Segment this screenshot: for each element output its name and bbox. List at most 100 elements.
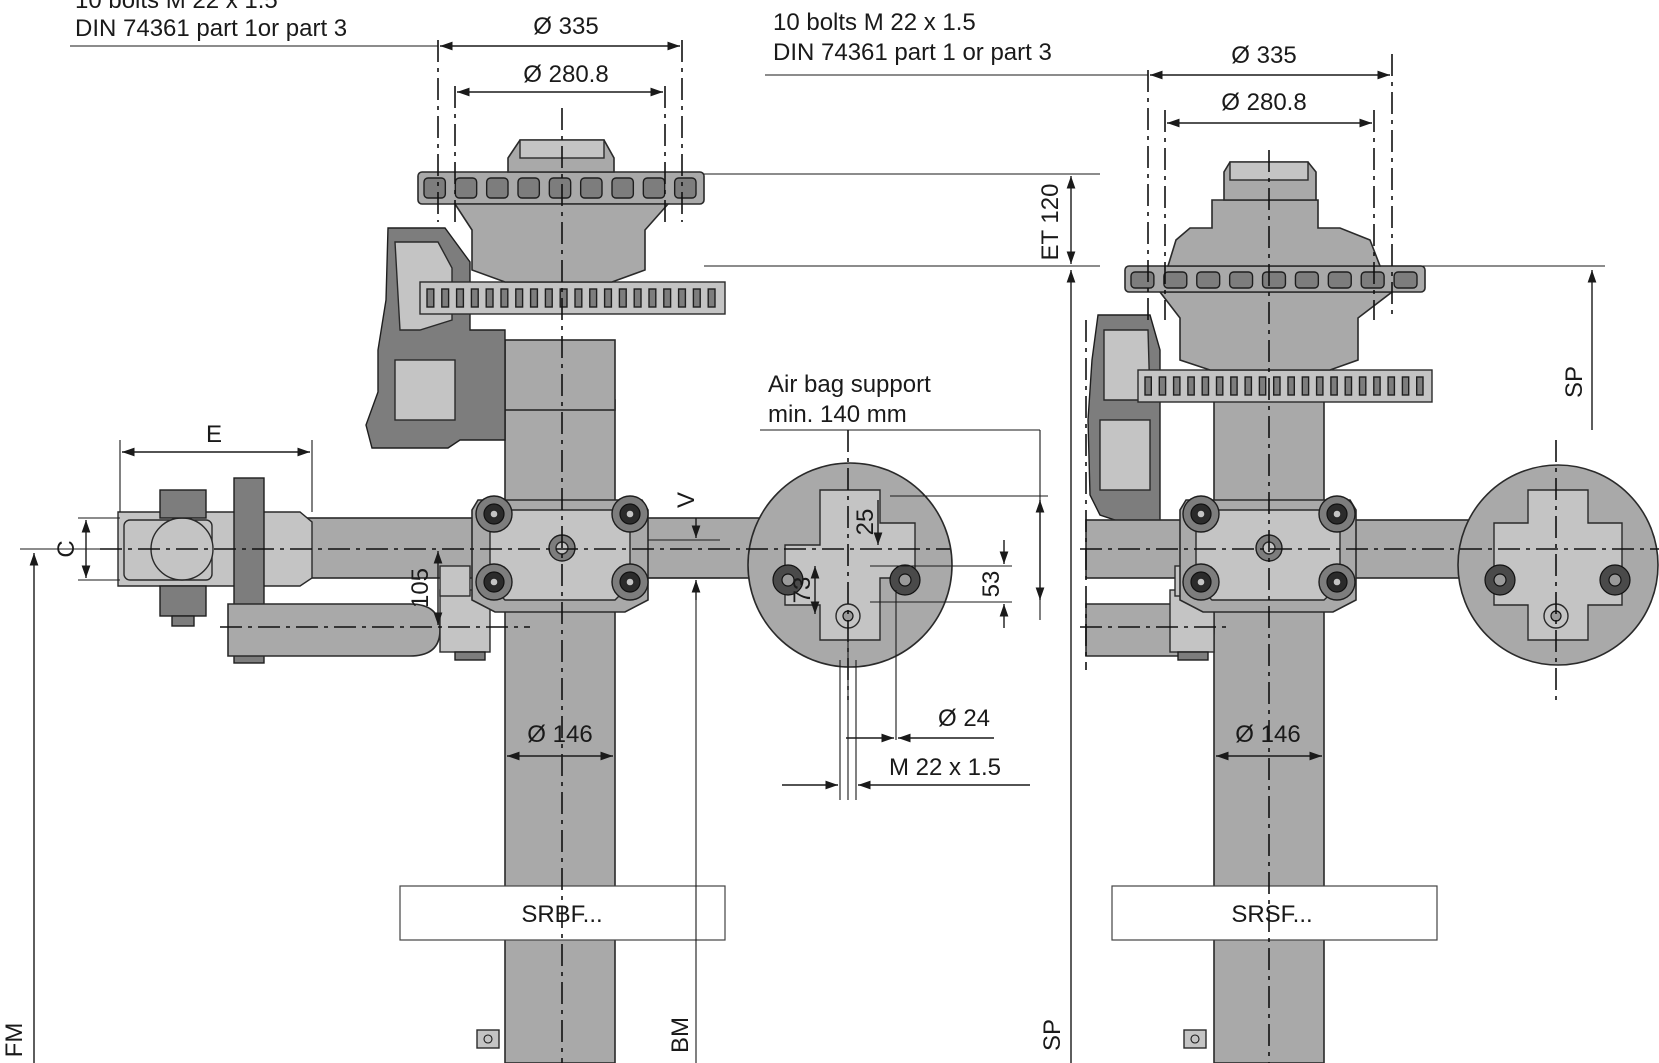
left-airbag-hole-2-inner <box>898 573 912 587</box>
dim-e-label: E <box>206 421 222 448</box>
flange-stud <box>673 177 697 199</box>
seat-bolt-core <box>1196 577 1206 587</box>
right-axle-view: SRSF... 10 bolts M 22 x 1.5 DIN 74361 pa… <box>765 9 1659 1063</box>
disc-vent <box>574 288 583 308</box>
dim-fm-label: FM <box>1 1023 28 1058</box>
flange-stud <box>1327 271 1352 289</box>
sp-mid-label: SP <box>1039 1019 1066 1051</box>
disc-vent <box>529 288 539 308</box>
left-flange-studs <box>423 177 697 199</box>
et-label: ET 120 <box>1037 184 1064 261</box>
flange-stud <box>1261 271 1287 289</box>
right-caliper-piston <box>1099 419 1151 491</box>
flange-stud <box>611 177 635 199</box>
right-bolt-note-line1: 10 bolts M 22 x 1.5 <box>773 9 976 36</box>
left-dia-outer: Ø 335 <box>533 13 598 40</box>
flange-stud <box>1294 271 1320 289</box>
disc-vent <box>1244 376 1253 396</box>
disc-vent <box>455 288 465 308</box>
right-airbag-hole-1-inner <box>1493 573 1507 587</box>
disc-vent <box>1272 376 1281 396</box>
disc-vent <box>1344 376 1353 396</box>
disc-vent <box>1415 376 1424 396</box>
disc-vent <box>1172 376 1181 396</box>
dim-53-label: 53 <box>978 571 1005 598</box>
seat-bolt-core <box>625 577 635 587</box>
left-caliper-piston <box>394 359 456 421</box>
left-arm-bracket <box>439 565 471 597</box>
disc-vent <box>1373 376 1381 396</box>
disc-vent <box>707 288 716 308</box>
disc-vent <box>1401 376 1410 396</box>
disc-vent <box>426 288 435 308</box>
right-mount-tab-hole <box>1190 1034 1200 1044</box>
disc-vent <box>663 288 672 308</box>
disc-vent <box>1201 376 1210 396</box>
right-mount-tab <box>1183 1029 1207 1049</box>
dim-24-label: Ø 24 <box>938 705 990 732</box>
dim-105-label: 105 <box>407 568 434 608</box>
disc-vent <box>692 288 701 308</box>
disc-vent <box>1258 376 1267 396</box>
disc-vent <box>559 288 568 308</box>
disc-vent <box>1330 376 1338 396</box>
seat-bolt-core <box>1332 577 1342 587</box>
disc-vent <box>1287 376 1296 396</box>
left-shock-absorber <box>227 603 441 657</box>
disc-vent <box>1315 376 1324 396</box>
left-airbag-hole-1-inner <box>781 573 795 587</box>
disc-vent <box>1144 376 1153 396</box>
disc-vent <box>1215 376 1224 396</box>
left-spindle <box>504 339 616 411</box>
right-model-box <box>1111 885 1438 941</box>
right-model-label: SRSF... <box>1231 901 1312 928</box>
left-tube-dia: Ø 146 <box>527 721 592 748</box>
disc-vent <box>1187 376 1195 396</box>
right-tube-dia: Ø 146 <box>1235 721 1300 748</box>
right-bolt-note-line2: DIN 74361 part 1 or part 3 <box>773 39 1052 66</box>
right-hub-body <box>1158 291 1395 371</box>
flange-stud <box>1130 271 1155 289</box>
flange-stud <box>1360 271 1385 289</box>
right-brake-disc <box>1137 369 1433 403</box>
left-bolt-note-line2: DIN 74361 part 1or part 3 <box>75 15 347 42</box>
flange-stud <box>1196 271 1221 289</box>
right-disc-vents <box>1144 376 1424 396</box>
seat-bolt-core <box>625 509 635 519</box>
disc-vent <box>677 288 687 308</box>
left-dia-inner: Ø 280.8 <box>523 61 608 88</box>
disc-vent <box>485 288 494 308</box>
left-shock-nut <box>454 651 486 661</box>
flange-stud <box>454 177 478 199</box>
seat-bolt-core <box>1332 509 1342 519</box>
right-seat-bolts <box>1182 495 1356 601</box>
left-eye-nut <box>171 615 195 627</box>
disc-vent <box>544 288 553 308</box>
disc-vent <box>470 288 479 308</box>
left-axle-view: SRBF... 10 bolts M 22 x 1.5 DIN 74361 pa… <box>1 0 1048 1063</box>
right-sp-label: SP <box>1561 366 1588 398</box>
right-dia-inner: Ø 280.8 <box>1221 89 1306 116</box>
disc-vent <box>1158 376 1167 396</box>
left-eye-bolt-top <box>159 489 207 519</box>
disc-vent <box>603 288 613 308</box>
disc-vent <box>441 288 450 308</box>
seat-bolt-core <box>489 577 499 587</box>
disc-vent <box>589 288 598 308</box>
left-seat-bolts <box>475 495 649 601</box>
left-eye-bolt-bottom <box>159 585 207 617</box>
disc-vent <box>1230 376 1238 396</box>
disc-vent <box>500 288 509 308</box>
right-airbag-hole-2-inner <box>1608 573 1622 587</box>
dim-v-label: V <box>673 492 700 508</box>
middle-dimensions: ET 120 SP <box>704 173 1100 1063</box>
flange-stud <box>423 177 447 199</box>
disc-vent <box>515 288 524 308</box>
flange-stud <box>517 177 541 199</box>
flange-stud <box>1393 271 1418 289</box>
flange-stud <box>548 177 572 199</box>
flange-stud <box>642 177 666 199</box>
dim-25-label: 25 <box>852 509 879 536</box>
right-hub-upper <box>1166 199 1382 267</box>
